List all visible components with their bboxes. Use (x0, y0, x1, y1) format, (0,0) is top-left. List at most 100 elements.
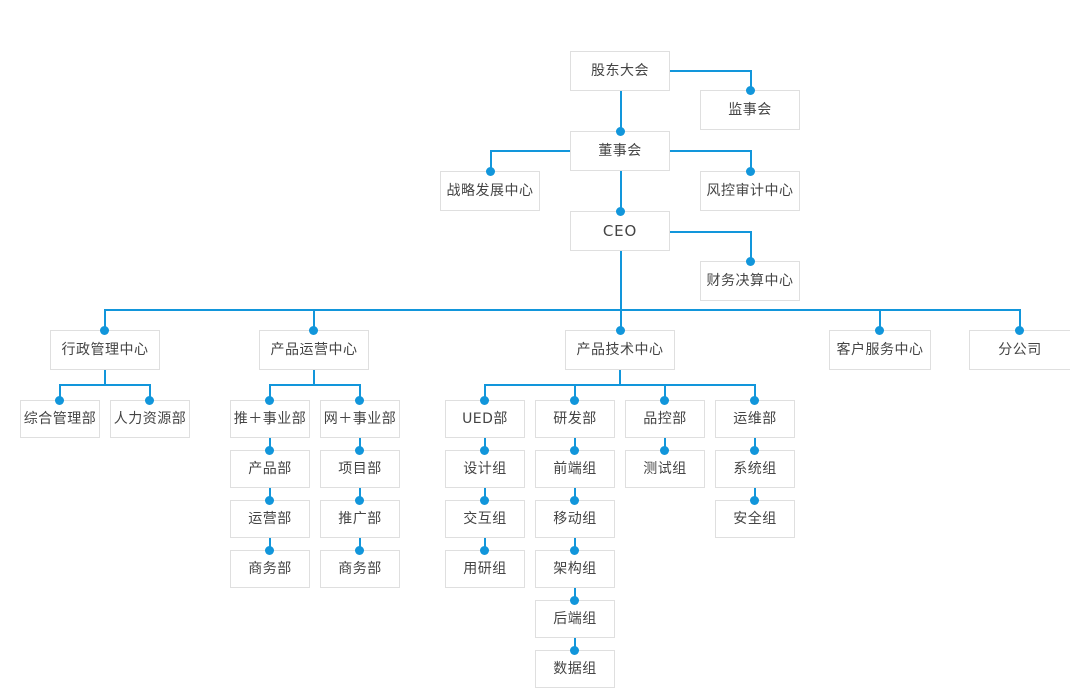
node-board-of-directors[interactable]: 董事会 (570, 131, 670, 171)
node-test-group[interactable]: 测试组 (625, 450, 705, 488)
connector-line (269, 384, 361, 386)
connector-line (664, 438, 666, 451)
connector-dot-backend-group (569, 595, 579, 605)
connector-line (104, 309, 106, 331)
connector-dot-product-tech-center (615, 325, 625, 335)
node-admin-center[interactable]: 行政管理中心 (50, 330, 160, 370)
connector-line (104, 370, 106, 385)
connector-dot-product-dept (264, 445, 274, 455)
node-business-dept-a[interactable]: 商务部 (230, 550, 310, 588)
node-hr-dept[interactable]: 人力资源部 (110, 400, 190, 438)
connector-dot-project-dept (354, 445, 364, 455)
node-wang-business-unit[interactable]: 网＋事业部 (320, 400, 400, 438)
connector-line (750, 150, 752, 172)
connector-line (269, 384, 271, 401)
connector-dot-admin-center (99, 325, 109, 335)
connector-dot-ops-dept (749, 395, 759, 405)
connector-line (59, 384, 61, 401)
connector-dot-rd-dept (569, 395, 579, 405)
node-security-group[interactable]: 安全组 (715, 500, 795, 538)
node-data-group[interactable]: 数据组 (535, 650, 615, 688)
node-customer-service-center[interactable]: 客户服务中心 (829, 330, 931, 370)
node-mobile-group[interactable]: 移动组 (535, 500, 615, 538)
connector-line (359, 384, 361, 401)
connector-dot-promotion-dept (354, 495, 364, 505)
node-product-tech-center[interactable]: 产品技术中心 (565, 330, 675, 370)
connector-dot-design-group (479, 445, 489, 455)
connector-line (574, 438, 576, 451)
node-rd-dept[interactable]: 研发部 (535, 400, 615, 438)
connector-line (484, 384, 486, 401)
connector-dot-business-dept-a (264, 545, 274, 555)
node-frontend-group[interactable]: 前端组 (535, 450, 615, 488)
connector-line (484, 384, 756, 386)
connector-dot-test-group (659, 445, 669, 455)
node-backend-group[interactable]: 后端组 (535, 600, 615, 638)
node-supervisory-board[interactable]: 监事会 (700, 90, 800, 130)
node-user-research-group[interactable]: 用研组 (445, 550, 525, 588)
node-product-dept[interactable]: 产品部 (230, 450, 310, 488)
connector-dot-system-group (749, 445, 759, 455)
node-qc-dept[interactable]: 品控部 (625, 400, 705, 438)
node-interaction-group[interactable]: 交互组 (445, 500, 525, 538)
node-tui-business-unit[interactable]: 推＋事业部 (230, 400, 310, 438)
connector-line (754, 384, 756, 401)
connector-line (620, 91, 622, 132)
node-ceo[interactable]: CEO (570, 211, 670, 251)
node-product-ops-center[interactable]: 产品运营中心 (259, 330, 369, 370)
node-operations-dept[interactable]: 运营部 (230, 500, 310, 538)
connector-line (620, 251, 622, 331)
connector-dot-general-admin-dept (54, 395, 64, 405)
connector-dot-interaction-group (479, 495, 489, 505)
connector-line (269, 438, 271, 451)
connector-line (313, 370, 315, 385)
node-architecture-group[interactable]: 架构组 (535, 550, 615, 588)
connector-line (359, 438, 361, 451)
connector-dot-board (615, 126, 625, 136)
connector-dot-strategy (485, 166, 495, 176)
connector-line (59, 384, 151, 386)
node-system-group[interactable]: 系统组 (715, 450, 795, 488)
connector-line (574, 638, 576, 651)
connector-dot-business-dept-b (354, 545, 364, 555)
connector-dot-hr-dept (144, 395, 154, 405)
connector-line (754, 438, 756, 451)
node-shareholders[interactable]: 股东大会 (570, 51, 670, 91)
node-branch-company[interactable]: 分公司 (969, 330, 1070, 370)
connector-line (1019, 309, 1021, 331)
node-finance-settlement[interactable]: 财务决算中心 (700, 261, 800, 301)
connector-line (359, 538, 361, 551)
connector-line (574, 588, 576, 601)
connector-dot-frontend-group (569, 445, 579, 455)
node-promotion-dept[interactable]: 推广部 (320, 500, 400, 538)
connector-dot-data-group (569, 645, 579, 655)
connector-line (750, 231, 752, 262)
node-general-admin-dept[interactable]: 综合管理部 (20, 400, 100, 438)
connector-dot-branch-company (1014, 325, 1024, 335)
connector-dot-operations-dept (264, 495, 274, 505)
node-ops-dept[interactable]: 运维部 (715, 400, 795, 438)
connector-line (879, 309, 881, 331)
connector-line (664, 384, 666, 401)
node-business-dept-b[interactable]: 商务部 (320, 550, 400, 588)
connector-line (574, 488, 576, 501)
connector-dot-supervisory (745, 85, 755, 95)
connector-line (149, 384, 151, 401)
connector-line (574, 538, 576, 551)
connector-line (269, 488, 271, 501)
connector-line (619, 370, 621, 385)
connector-dot-wang-business-unit (354, 395, 364, 405)
connector-dot-customer-service-center (874, 325, 884, 335)
node-risk-audit[interactable]: 风控审计中心 (700, 171, 800, 211)
connector-line (754, 488, 756, 501)
connector-line (490, 150, 492, 172)
connector-line (484, 438, 486, 451)
connector-line (313, 309, 315, 331)
connector-line (670, 150, 751, 152)
connector-line (574, 384, 576, 401)
node-ued-dept[interactable]: UED部 (445, 400, 525, 438)
node-project-dept[interactable]: 项目部 (320, 450, 400, 488)
node-strategy-development[interactable]: 战略发展中心 (440, 171, 540, 211)
node-design-group[interactable]: 设计组 (445, 450, 525, 488)
